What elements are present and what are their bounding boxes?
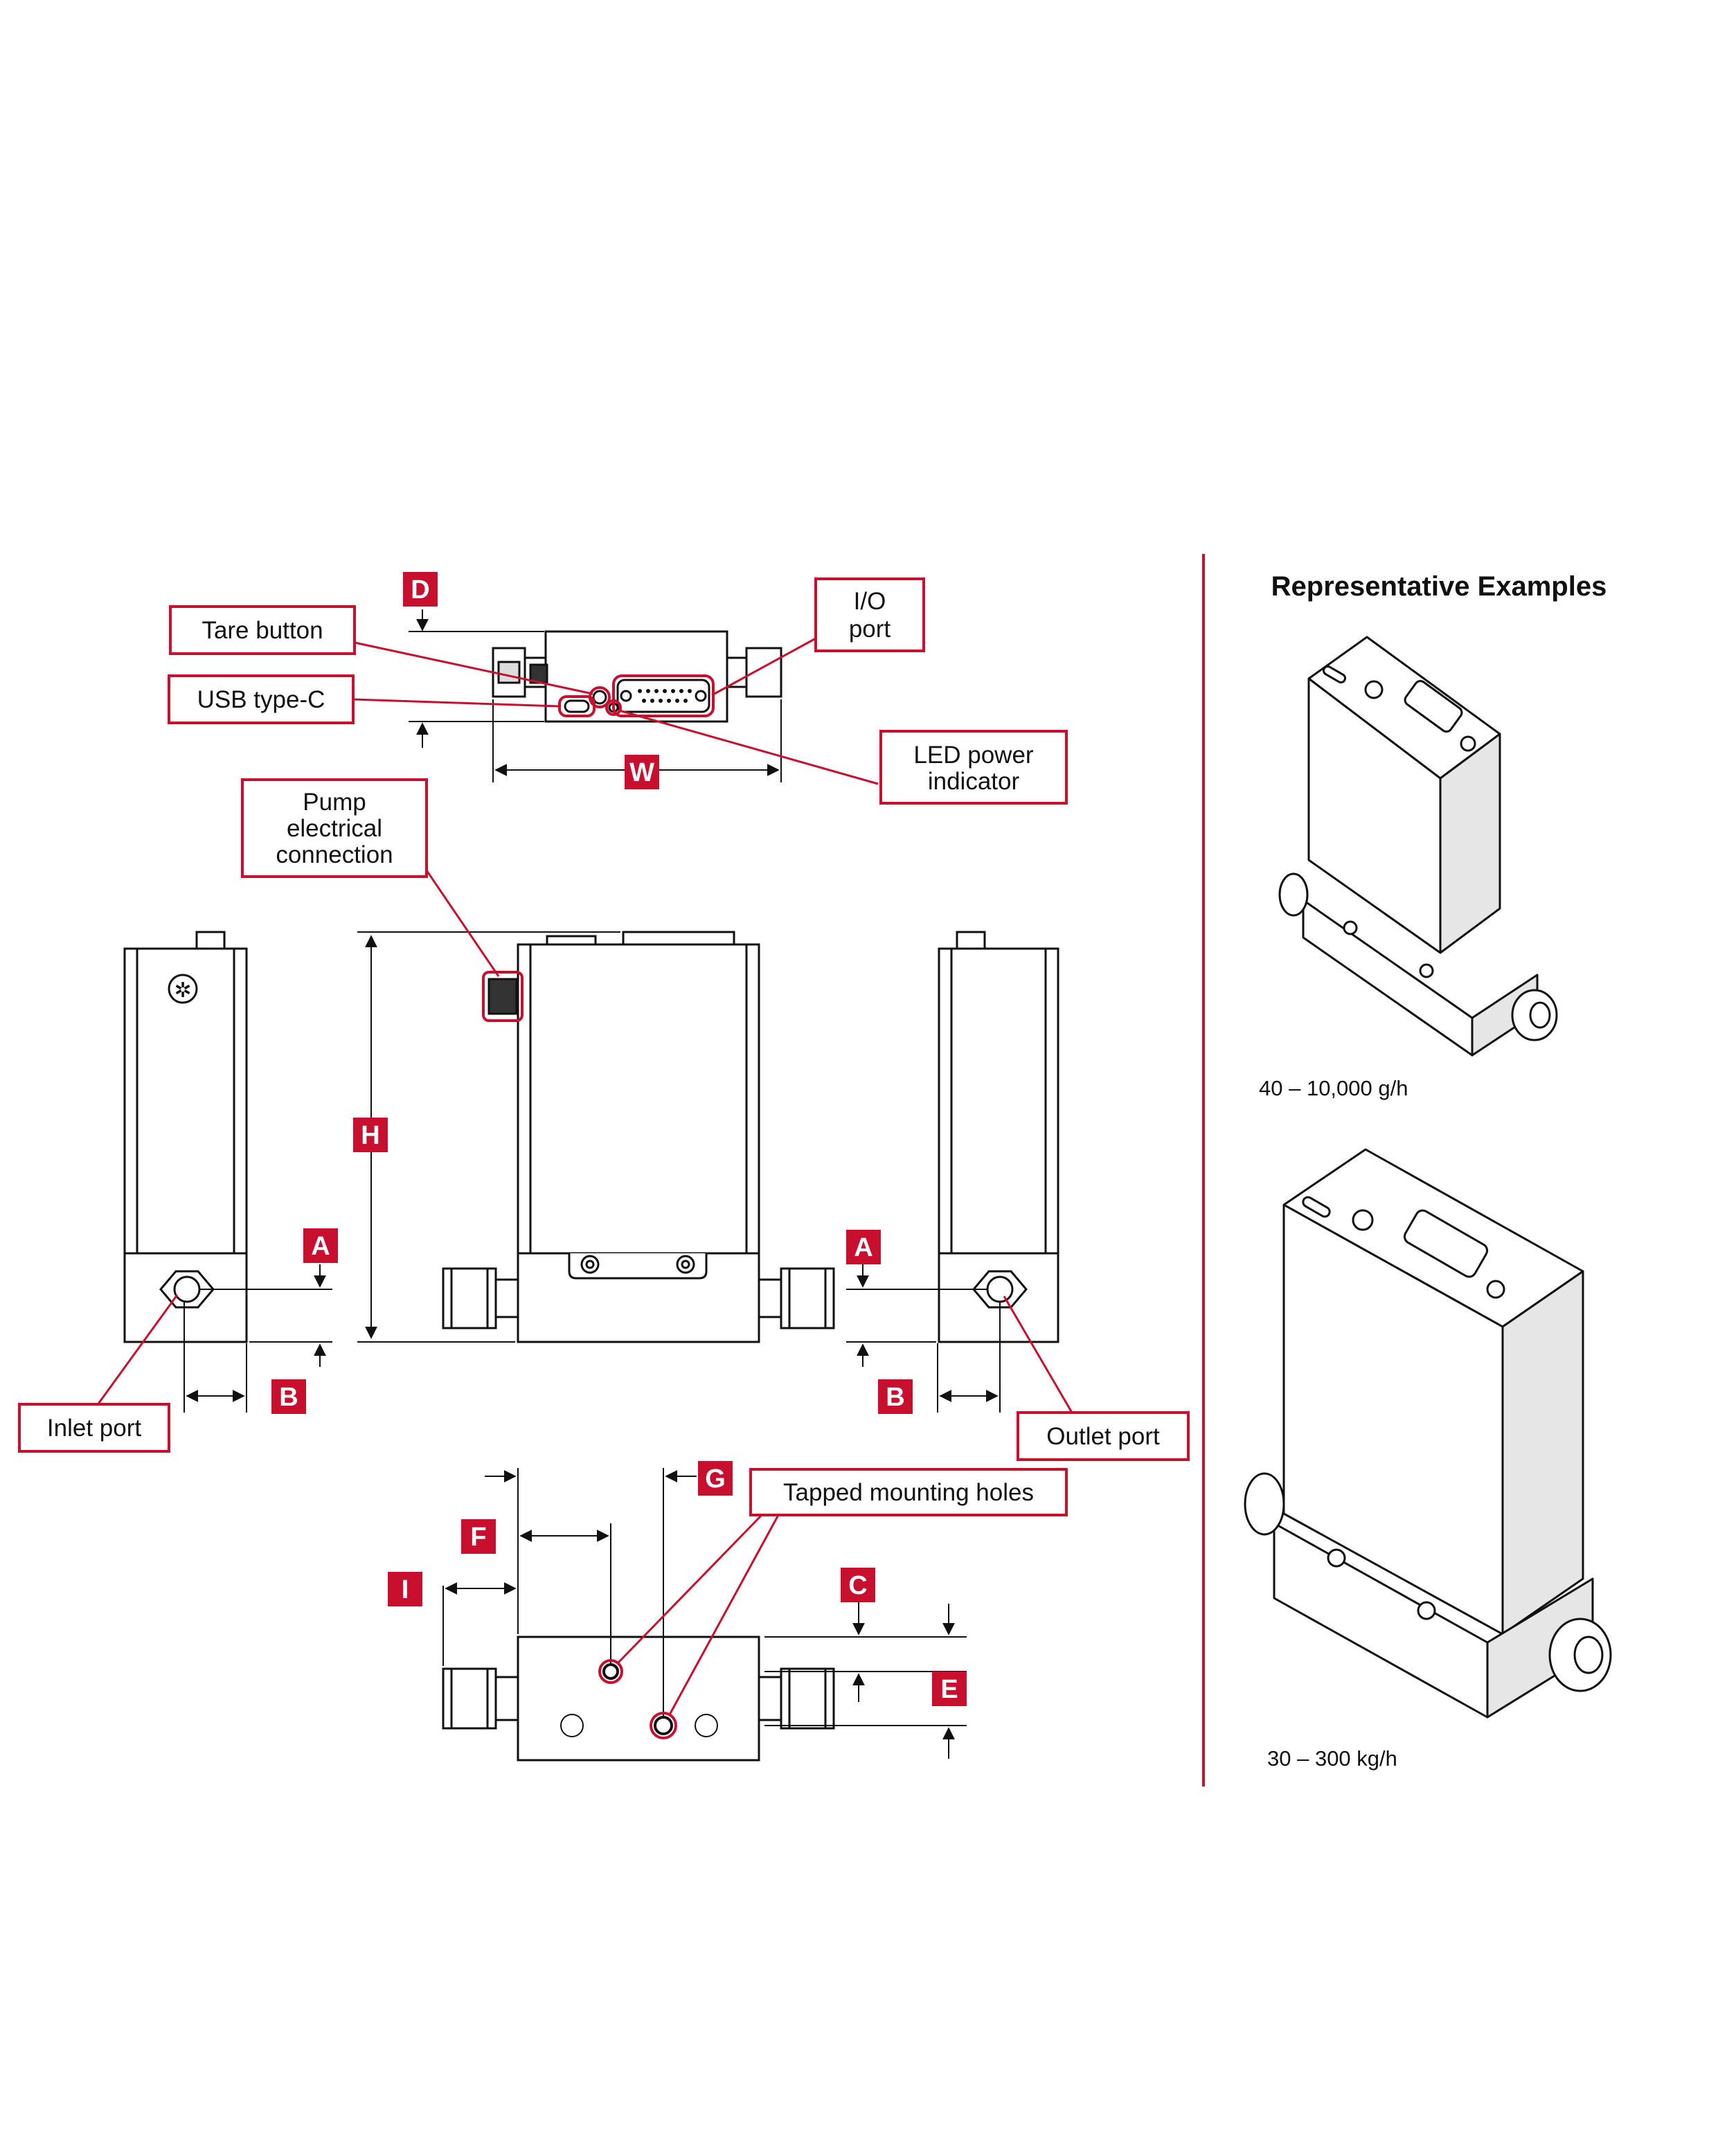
callout-tapped-mounting-holes: Tapped mounting holes — [749, 1468, 1068, 1516]
inlet-port-label: Inlet port — [47, 1415, 141, 1442]
callout-tare-button: Tare button — [169, 605, 356, 655]
dim-tag-a-right-text: A — [854, 1233, 873, 1262]
mounting-hole-highlights — [598, 1659, 677, 1739]
example-device-large — [1244, 1148, 1612, 1719]
dim-tag-b-right-text: B — [886, 1383, 904, 1412]
usb-type-c-label: USB type-C — [197, 686, 325, 713]
led-label-line2: indicator — [928, 768, 1020, 795]
dim-tag-c-text: C — [848, 1571, 867, 1600]
dim-tag-a-left-text: A — [311, 1232, 330, 1261]
dim-tag-w-text: W — [629, 758, 654, 787]
mounting-leaders — [616, 1514, 780, 1717]
tare-button-label: Tare button — [202, 617, 323, 644]
front-view — [357, 931, 835, 1343]
callout-pump-electrical-connection: Pump electrical connection — [241, 778, 428, 878]
top-leaders — [352, 637, 879, 785]
bottom-view — [442, 1468, 967, 1762]
io-port-label-line1: I/O — [854, 588, 886, 615]
dim-tag-i: I — [388, 1572, 422, 1606]
dim-tag-b-left-text: B — [279, 1383, 298, 1412]
callout-usb-type-c: USB type-C — [168, 674, 355, 724]
io-port-label-line2: port — [849, 616, 891, 643]
callout-led-power-indicator: LED power indicator — [879, 730, 1068, 805]
example-device-small — [1278, 636, 1558, 1057]
callout-outlet-port: Outlet port — [1017, 1411, 1190, 1461]
left-end-view: ✲ — [123, 931, 332, 1413]
dimension-tags: D W H A B A B G F I C E — [271, 572, 967, 1706]
example-caption-large: 30 – 300 kg/h — [1267, 1746, 1397, 1771]
dim-tag-i-text: I — [402, 1575, 409, 1604]
tapped-mounting-holes-label: Tapped mounting holes — [783, 1479, 1034, 1506]
right-end-view — [846, 931, 1059, 1413]
dim-tag-a-left: A — [303, 1228, 338, 1263]
dim-tag-b-right: B — [878, 1379, 913, 1414]
example-caption-small: 40 – 10,000 g/h — [1259, 1076, 1408, 1100]
dim-tag-f-text: F — [470, 1523, 486, 1552]
dim-tag-h-text: H — [361, 1121, 379, 1150]
dim-tag-d-text: D — [411, 575, 429, 604]
dim-tag-e: E — [932, 1672, 967, 1706]
dim-tag-d: D — [403, 572, 438, 607]
dim-tag-e-text: E — [940, 1675, 958, 1704]
pump-label-line1: Pump — [303, 789, 366, 816]
callout-io-port: I/O port — [814, 577, 925, 652]
svg-text:✲: ✲ — [174, 978, 191, 1003]
side-leaders — [96, 868, 1073, 1413]
dim-tag-c: C — [841, 1568, 875, 1602]
pump-label-line3: connection — [276, 841, 393, 868]
representative-examples-title: Representative Examples — [1271, 571, 1607, 602]
dim-tag-w: W — [625, 755, 659, 789]
outlet-port-label: Outlet port — [1046, 1423, 1160, 1450]
dim-tag-g-text: G — [705, 1464, 726, 1494]
dim-tag-f: F — [461, 1519, 496, 1554]
callout-inlet-port: Inlet port — [18, 1403, 170, 1453]
dim-tag-a-right: A — [846, 1230, 881, 1264]
dim-tag-h: H — [353, 1118, 388, 1152]
dim-tag-b-left: B — [271, 1379, 306, 1414]
led-label-line1: LED power — [913, 742, 1033, 769]
dim-tag-g: G — [698, 1461, 733, 1496]
top-view — [409, 609, 782, 782]
pump-connector-highlight — [482, 971, 524, 1022]
pump-label-line2: electrical — [287, 815, 382, 842]
